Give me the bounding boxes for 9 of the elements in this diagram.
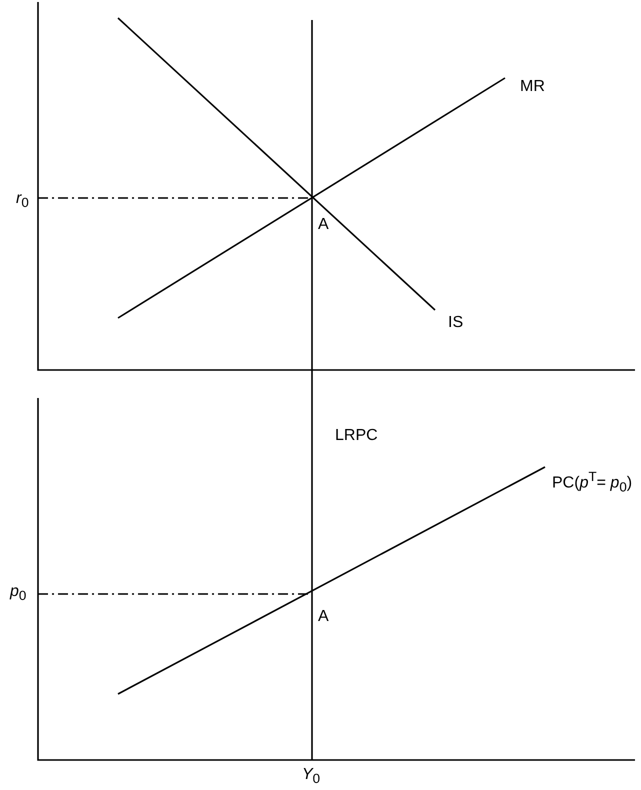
curve-label: MR [520,78,545,96]
point-label: A [318,608,329,626]
point-label: A [318,216,329,234]
curve-label: LRPC [335,427,378,445]
axis-label: Y$_{0}$ [302,766,320,788]
curve-label: PC(p$^{T}$= p$_{0}$) [552,468,632,497]
axis-label: p$_{0}$ [10,583,26,606]
axis-label: r$_{0}$ [16,190,29,212]
curve-label: IS [448,314,464,332]
